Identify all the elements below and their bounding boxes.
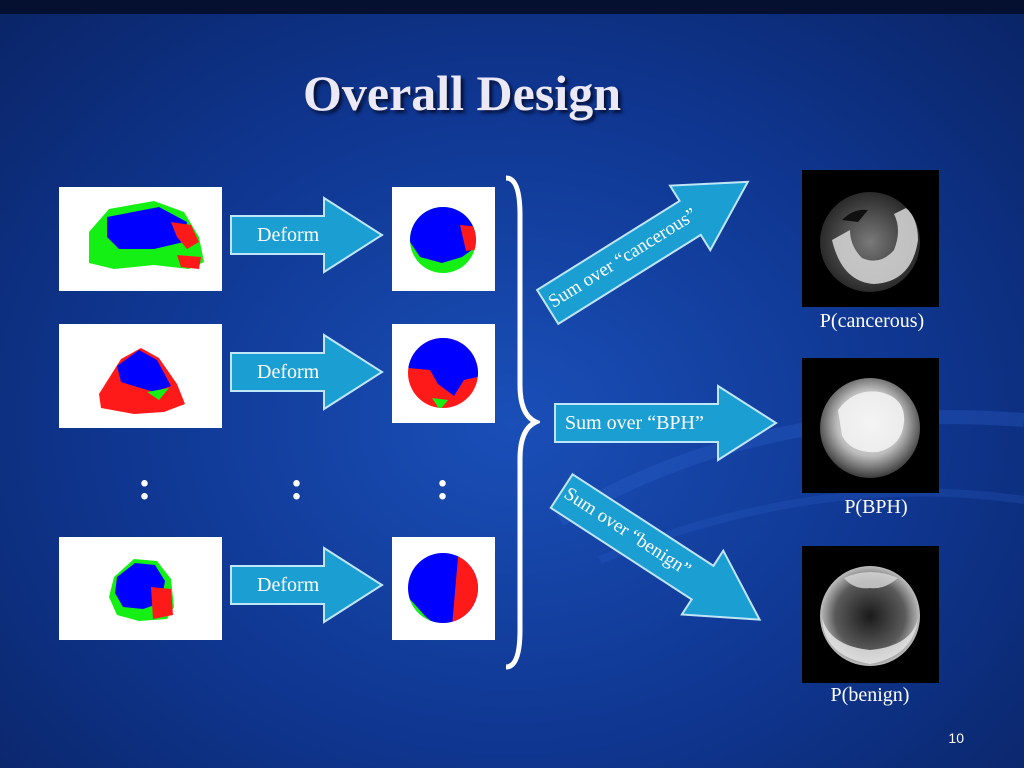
slide-title: Overall Design xyxy=(302,65,622,121)
probability-map-bph xyxy=(802,358,939,493)
sum-bph-arrow: Sum over “BPH” xyxy=(553,384,778,462)
deform-arrow-3: Deform xyxy=(229,546,384,624)
deform-label-2: Deform xyxy=(257,361,320,383)
summation-brace xyxy=(505,175,540,670)
deformed-sphere-image-3 xyxy=(392,537,495,640)
probability-map-cancerous xyxy=(802,170,939,307)
output-label-cancerous: P(cancerous) xyxy=(819,310,925,332)
slide-top-bar xyxy=(0,0,1024,14)
output-label-benign: P(benign) xyxy=(830,684,910,706)
ellipsis-column-2: : xyxy=(290,463,304,508)
deformed-sphere-image-2 xyxy=(392,324,495,423)
deform-label-1: Deform xyxy=(257,224,320,246)
sum-cancerous-arrow: Sum over “cancerous” xyxy=(525,147,771,342)
slide-page-number: 10 xyxy=(948,730,964,746)
deformed-sphere-image-1 xyxy=(392,187,495,291)
deform-arrow-2: Deform xyxy=(229,333,384,411)
probability-map-benign xyxy=(802,546,939,683)
deform-arrow-1: Deform xyxy=(229,196,384,274)
output-label-bph: P(BPH) xyxy=(844,496,908,518)
sum-benign-arrow: Sum over “benign” xyxy=(538,456,783,654)
sum-bph-label: Sum over “BPH” xyxy=(565,412,704,434)
prostate-segmentation-image-1 xyxy=(59,187,222,291)
prostate-segmentation-image-3 xyxy=(59,537,222,640)
prostate-segmentation-image-2 xyxy=(59,324,222,428)
deform-label-3: Deform xyxy=(257,574,320,596)
ellipsis-column-1: : xyxy=(138,463,152,508)
ellipsis-column-3: : xyxy=(436,463,450,508)
